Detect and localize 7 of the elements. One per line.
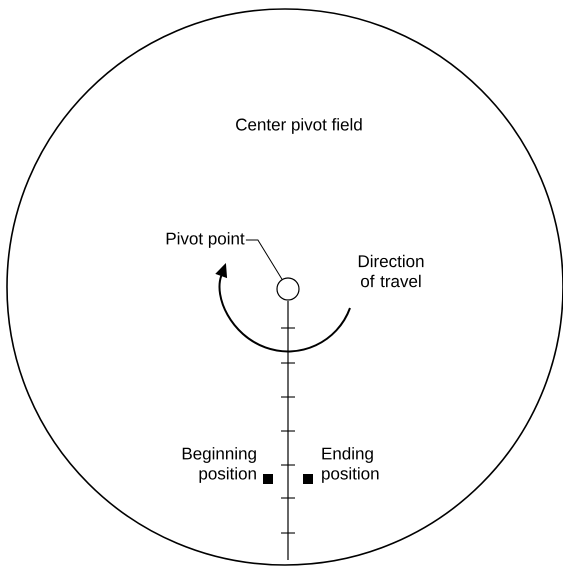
label-text: Ending position — [322, 447, 378, 483]
label-text: Beginning position — [182, 447, 256, 483]
leader-line — [245, 240, 282, 280]
field-title: Center pivot field — [236, 118, 362, 134]
label-text: Direction of travel — [358, 254, 424, 288]
pivot-circle — [276, 277, 300, 301]
callout-text: Pivot point — [166, 232, 245, 248]
